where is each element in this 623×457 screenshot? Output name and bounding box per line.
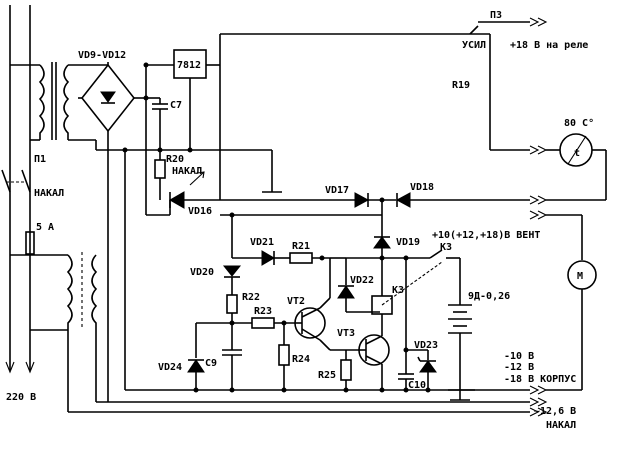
label-vd17: VD17: [325, 185, 349, 196]
label-r23: R23: [254, 306, 272, 317]
label-plus18-relay: +18 В на реле: [510, 40, 588, 51]
label-minus12: -12 В: [504, 362, 534, 373]
label-minus10: -10 В: [504, 351, 534, 362]
rail-7812: [143, 62, 174, 216]
diode-vd16: [168, 191, 360, 215]
diode-vd22: [330, 257, 382, 313]
diode-vd17-vd18: [354, 192, 530, 237]
label-fuse: 5 А: [36, 222, 54, 233]
label-vent: +10(+12,+18)В ВЕНТ: [432, 230, 540, 241]
transistor-vt3: [358, 334, 390, 390]
label-nakal-bottom: НАКАЛ: [546, 420, 576, 431]
label-vd9-vd12: VD9-VD12: [78, 50, 126, 61]
resistor-r20: [154, 150, 205, 200]
label-vd24: VD24: [158, 362, 182, 373]
label-motor: M: [577, 271, 583, 282]
capacitor-c9: [222, 349, 242, 390]
label-v126: ~12,6 В: [534, 406, 576, 417]
relay-k3-coil: [371, 258, 443, 336]
label-k3-contact: К3: [440, 242, 452, 253]
negative-rail: [125, 387, 530, 393]
label-nakal-left: НАКАЛ: [34, 188, 64, 199]
label-vd20: VD20: [190, 267, 214, 278]
resistor-r24: [278, 323, 290, 390]
diode-vd24: [187, 322, 252, 390]
thermal-sensor: [546, 133, 607, 201]
transformer-main: [38, 62, 108, 141]
label-p1: П1: [34, 154, 46, 165]
label-r22: R22: [242, 292, 260, 303]
label-r19: R19: [452, 80, 470, 91]
diode-vd23: [417, 350, 437, 390]
mains-wires: [1, 5, 68, 374]
label-vd22: VD22: [350, 275, 374, 286]
switch-p3: [469, 21, 530, 151]
label-battery: 9Д-0,26: [468, 291, 510, 302]
label-minus18: -18 В КОРПУС: [504, 374, 576, 385]
fuse: [25, 231, 35, 255]
label-7812: 7812: [177, 60, 201, 71]
label-vd19: VD19: [396, 237, 420, 248]
diode-vd21-r21: [229, 212, 331, 298]
label-r24: R24: [292, 354, 310, 365]
label-vt3: VT3: [337, 328, 355, 339]
label-nakal-top: НАКАЛ: [172, 166, 202, 177]
label-c10: C10: [408, 380, 426, 391]
label-p3: П3: [490, 10, 502, 21]
resistor-r23: [251, 317, 296, 329]
battery-9d: [448, 304, 475, 401]
ground-rail: [96, 147, 282, 402]
label-c9: C9: [205, 358, 217, 369]
label-vd23: VD23: [414, 340, 438, 351]
label-r25: R25: [318, 370, 336, 381]
label-vt2: VT2: [287, 296, 305, 307]
label-k3-coil: К3: [392, 285, 404, 296]
label-t-sensor: t: [574, 148, 580, 159]
label-vd16: VD16: [188, 206, 212, 217]
label-220v: 220 В: [6, 392, 36, 403]
label-c7: C7: [170, 100, 182, 111]
label-usil: УСИЛ: [462, 40, 486, 51]
resistor-r25: [340, 350, 352, 390]
diode-vd20: [222, 265, 242, 295]
label-vd21: VD21: [250, 237, 274, 248]
label-vd18: VD18: [410, 182, 434, 193]
transformer-filament: [66, 252, 530, 413]
fan-motor: [546, 214, 597, 391]
label-r21: R21: [292, 241, 310, 252]
capacitor-c7: [146, 97, 168, 150]
diode-bridge: [78, 62, 146, 150]
label-temp: 80 С°: [564, 118, 594, 129]
diode-vd19: [373, 236, 391, 261]
label-r20: R20: [166, 154, 184, 165]
labels: VD9-VD12 7812 C7 R20 НАКАЛ VD16 VD17 VD1…: [6, 10, 594, 431]
transistor-vt2: [294, 297, 358, 351]
regulator-7812: [173, 33, 470, 200]
